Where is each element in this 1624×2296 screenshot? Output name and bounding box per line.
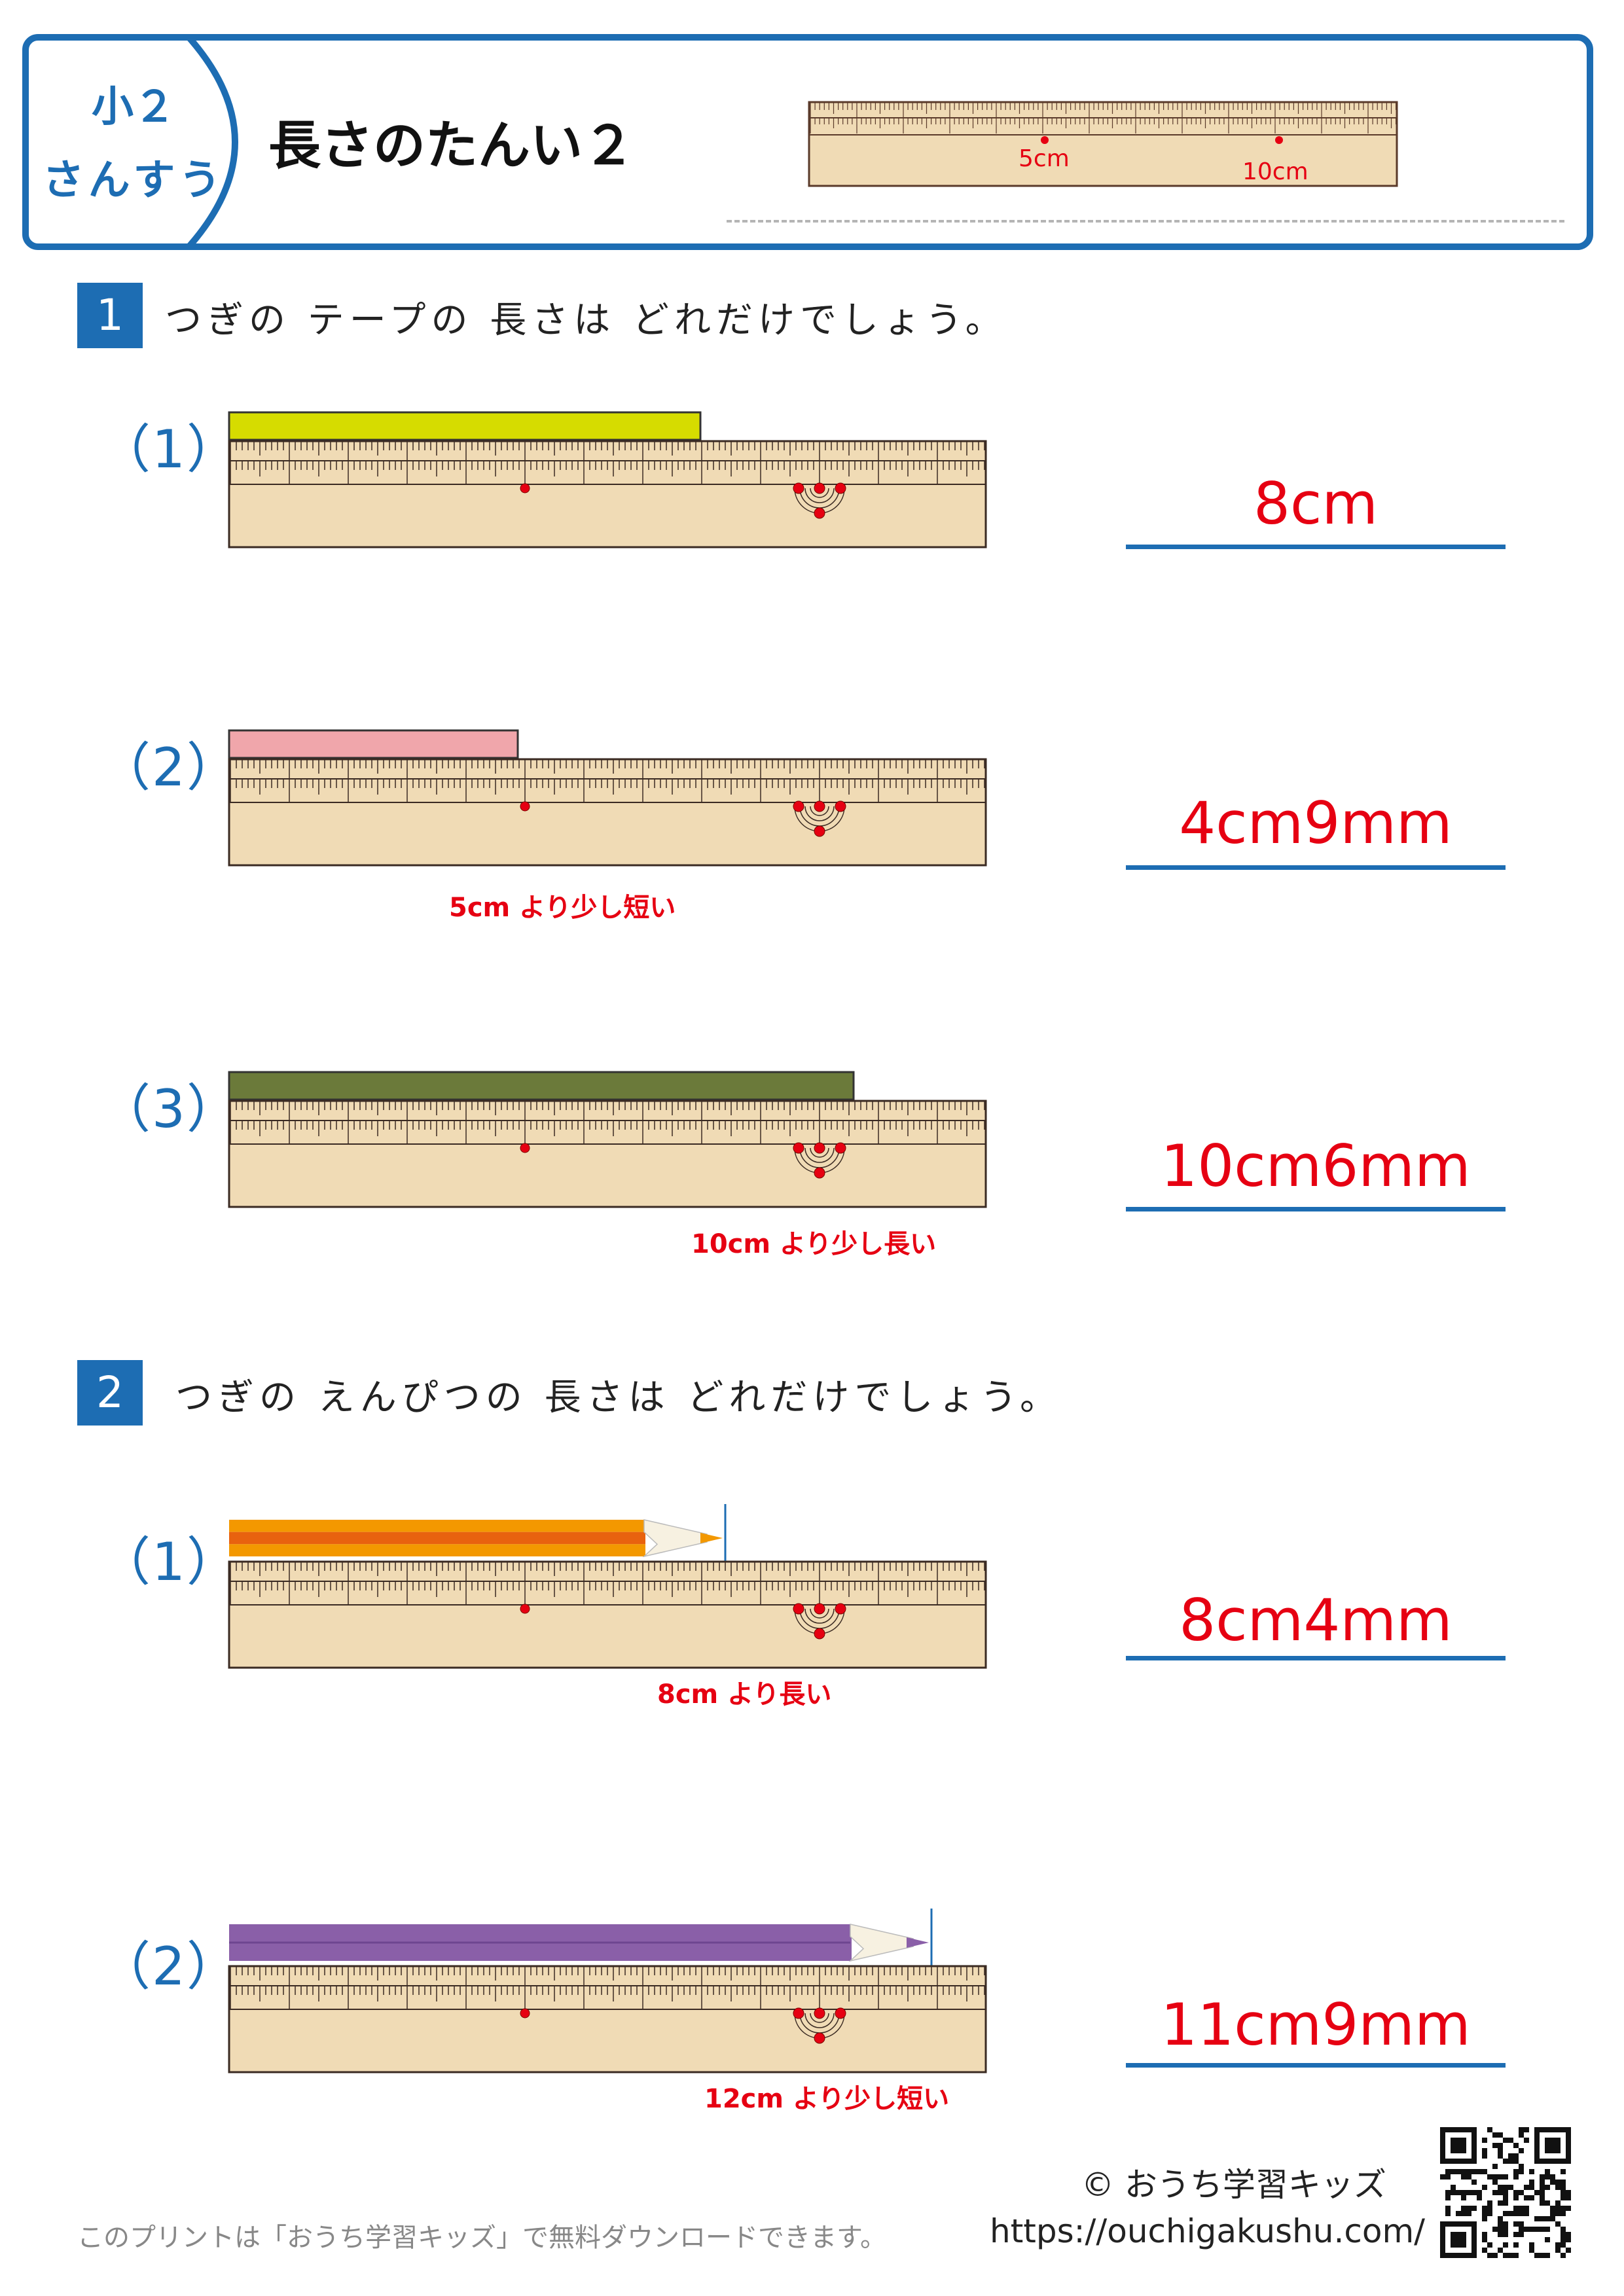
ruler <box>228 1560 987 1669</box>
header-divider <box>727 220 1564 223</box>
footer-note: このプリントは「おうち学習キッズ」で無料ダウンロードできます。 <box>77 2223 886 2253</box>
answer-text: 4cm9mm <box>1179 789 1453 857</box>
answer-line <box>1126 2063 1506 2068</box>
tape-ruler-figure <box>228 411 1000 564</box>
tape-ruler-graphic <box>228 1071 987 1208</box>
ruler-label-5cm: 5cm <box>1019 145 1070 172</box>
pencil-ruler-figure <box>228 1909 1000 2081</box>
answer-text: 11cm9mm <box>1161 1991 1471 2058</box>
tape-ruler-figure <box>228 1071 1000 1224</box>
header-ruler: 5cm 10cm <box>808 98 1410 192</box>
question-label: （2） <box>98 737 240 798</box>
pencil-ruler-figure <box>228 1504 1000 1677</box>
pencil-icon <box>229 1924 929 1962</box>
question-label: （2） <box>98 1936 240 1997</box>
section-2-number: 2 <box>77 1360 143 1426</box>
section-2-instruction: つぎの えんぴつの 長さは どれだけでしょう。 <box>175 1376 1062 1419</box>
hint-text: 10cm より少し長い <box>691 1229 937 1259</box>
answer-text: 10cm6mm <box>1161 1132 1471 1200</box>
site-url-link[interactable]: https://ouchigakushu.com/ <box>990 2212 1426 2250</box>
question-label: （1） <box>98 419 240 480</box>
copyright-text: © おうち学習キッズ <box>1081 2166 1386 2204</box>
question-label: （1） <box>98 1532 240 1592</box>
answer-line <box>1126 1207 1506 1211</box>
answer-text: 8cm <box>1253 470 1379 537</box>
grade-tab-curve <box>183 34 238 250</box>
subject-label: さんすう <box>42 156 225 205</box>
tape-strip <box>228 1071 855 1101</box>
pencil-ruler-graphic <box>228 1909 987 2073</box>
page-title: 長さのたんい２ <box>268 115 635 176</box>
ruler-label-10cm: 10cm <box>1242 158 1308 185</box>
answer-line <box>1126 1656 1506 1660</box>
ruler <box>228 440 987 548</box>
grade-tab: 小２ さんすう <box>22 34 245 250</box>
tape-strip <box>228 411 702 441</box>
hint-text: 5cm より少し短い <box>449 893 676 923</box>
hint-text: 8cm より長い <box>657 1679 832 1710</box>
question-label: （3） <box>98 1079 240 1139</box>
pencil-icon <box>229 1519 723 1558</box>
section-1-number: 1 <box>77 283 143 348</box>
tape-ruler-figure <box>228 729 1000 882</box>
header-ruler-graphic <box>808 101 1398 187</box>
qr-code-icon[interactable] <box>1440 2127 1571 2258</box>
tape-ruler-graphic <box>228 411 987 548</box>
grade-label: 小２ <box>92 83 175 132</box>
header-frame <box>22 34 1593 250</box>
ruler <box>228 1965 987 2073</box>
answer-line <box>1126 865 1506 870</box>
answer-line <box>1126 545 1506 549</box>
pencil-ruler-graphic <box>228 1504 987 1669</box>
answer-text: 8cm4mm <box>1179 1587 1453 1654</box>
section-1-instruction: つぎの テープの 長さは どれだけでしょう。 <box>165 299 1007 342</box>
tape-strip <box>228 729 519 759</box>
tape-ruler-graphic <box>228 729 987 867</box>
ruler <box>228 758 987 867</box>
ruler <box>228 1100 987 1208</box>
hint-text: 12cm より少し短い <box>704 2084 950 2114</box>
